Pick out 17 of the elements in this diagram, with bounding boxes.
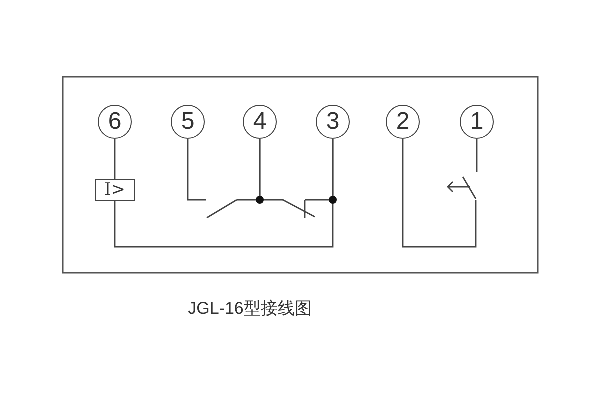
wire: [187, 139, 206, 201]
terminal-circle: 6: [98, 105, 132, 139]
caption: JGL-16型接线图: [187, 298, 313, 320]
contact-symbol: [206, 200, 238, 219]
terminal-circle: 3: [316, 105, 350, 139]
contact-symbol: [283, 200, 315, 218]
terminal-circle: 4: [243, 105, 277, 139]
terminal-circle: 2: [386, 105, 420, 139]
contact-symbol: [447, 177, 477, 200]
terminal-circle: 5: [171, 105, 205, 139]
terminal-circle: 1: [460, 105, 494, 139]
wire: [476, 139, 478, 172]
relay-box: I>: [95, 179, 135, 201]
wire: [402, 139, 477, 248]
wire: [259, 139, 283, 201]
wire: [305, 139, 334, 201]
wire: [114, 139, 116, 179]
